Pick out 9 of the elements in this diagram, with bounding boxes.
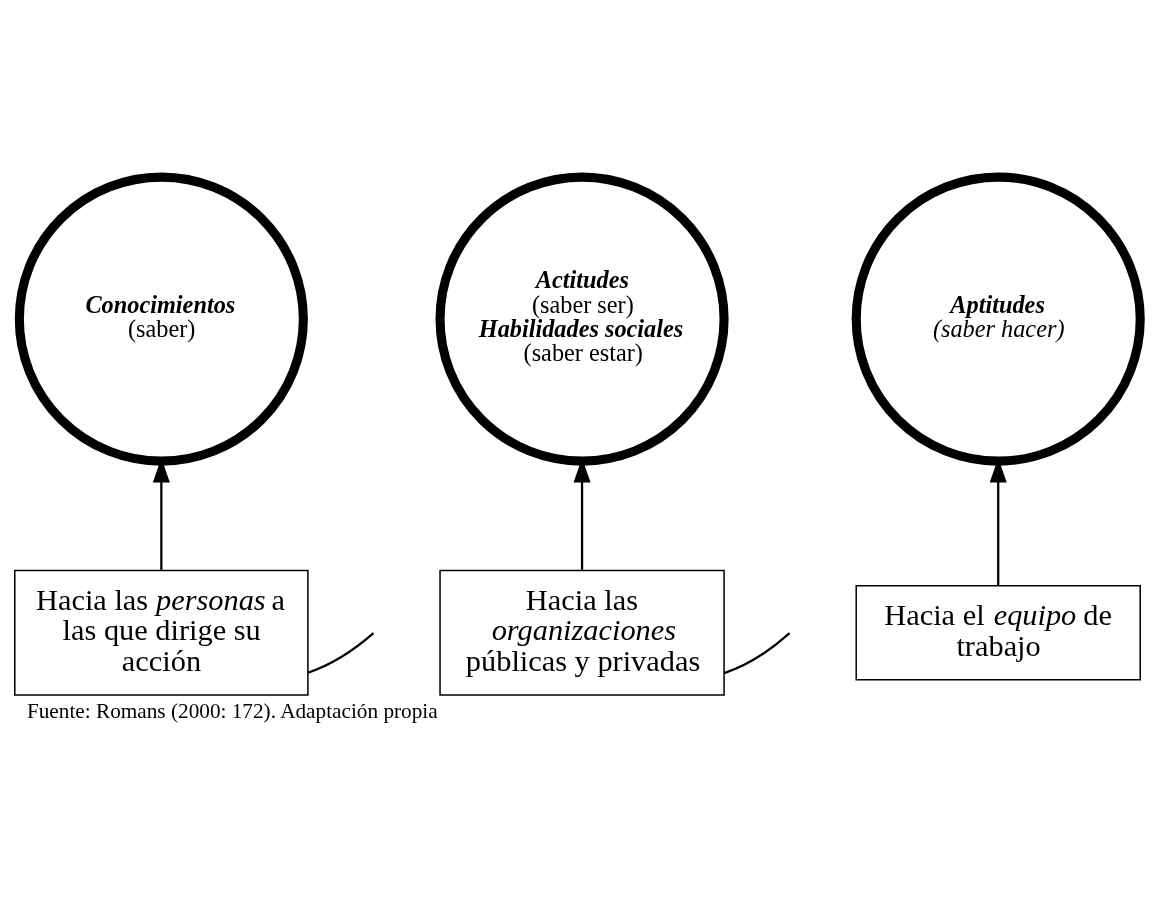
node-circle: Actitudes (saber ser) Habilidades sociales (saber estar) (435, 172, 729, 466)
node-circle: Conocimientos (saber) (14, 172, 308, 466)
node-box: Hacia el equipo de trabajo (855, 584, 1141, 681)
connector (307, 631, 375, 674)
node-box: Hacia las organizaciones públicas y privadas (439, 569, 725, 696)
node-box: Hacia las personas a las que dirige su acción (14, 569, 309, 696)
caption: Fuente: Romans (2000: 172). Adaptación propia (26, 698, 438, 723)
connector (723, 631, 791, 674)
node-circle: Aptitudes (saber hacer) (851, 172, 1145, 466)
